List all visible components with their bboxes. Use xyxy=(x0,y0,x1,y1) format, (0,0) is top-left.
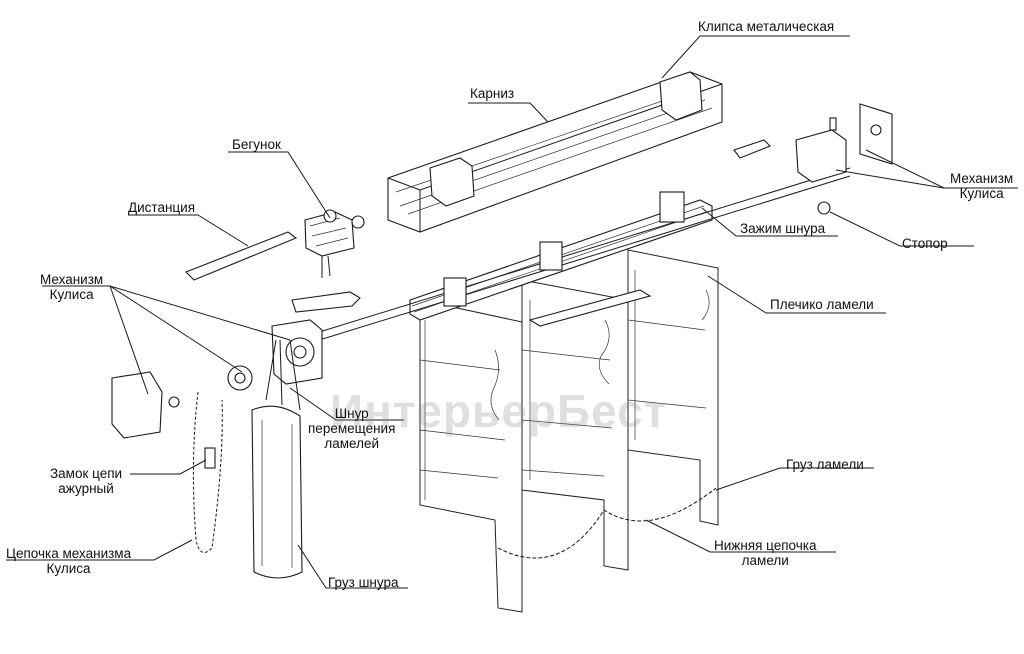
mechanism-cap xyxy=(111,371,163,439)
label-slat-cord: Шнур перемещения ламелей xyxy=(308,406,396,451)
cornice-rail xyxy=(387,71,723,233)
mechanism-left-parts xyxy=(111,319,323,439)
chain-lock-part xyxy=(204,447,216,469)
spacer-part xyxy=(185,231,298,281)
label-bottom-chain: Нижняя цепочка ламели xyxy=(714,538,817,568)
label-mechanism-chain: Цепочка механизма Кулиса xyxy=(6,546,132,576)
mechanism-right-parts xyxy=(733,103,893,215)
label-slat-weight: Груз ламели xyxy=(786,457,864,472)
label-mechanism-right: Механизм Кулиса xyxy=(950,171,1014,201)
label-chain-lock: Замок цепи ажурный xyxy=(50,466,123,496)
label-slat-hanger: Плечико ламели xyxy=(770,297,874,312)
label-stopper: Стопор xyxy=(902,236,948,251)
label-metal-clip: Клипса металическая xyxy=(698,19,835,34)
watermark: ИнтерьерБест xyxy=(330,385,668,437)
slat-left xyxy=(419,299,523,613)
cord-weight-assembly xyxy=(251,339,303,579)
stopper-part xyxy=(817,201,831,215)
bottom-chain xyxy=(497,487,717,559)
carrier-2 xyxy=(539,241,563,271)
label-cord-clamp: Зажим шнура xyxy=(740,221,826,236)
mechanism-chain xyxy=(192,391,223,553)
label-spacer: Дистанция xyxy=(128,200,196,215)
label-cord-weight: Груз шнура xyxy=(328,575,399,590)
carrier-3 xyxy=(659,191,685,223)
track-assembly xyxy=(299,167,851,347)
slat-right xyxy=(627,249,719,526)
carrier-1 xyxy=(443,277,467,307)
runner-parts xyxy=(291,209,365,313)
label-runner: Бегунок xyxy=(232,137,281,152)
leader-lines xyxy=(6,35,1018,589)
slats xyxy=(419,249,719,613)
label-cornice: Карниз xyxy=(470,86,515,101)
spacer-strip-mounted xyxy=(528,289,652,327)
label-mechanism-left: Механизм Кулиса xyxy=(40,272,104,302)
